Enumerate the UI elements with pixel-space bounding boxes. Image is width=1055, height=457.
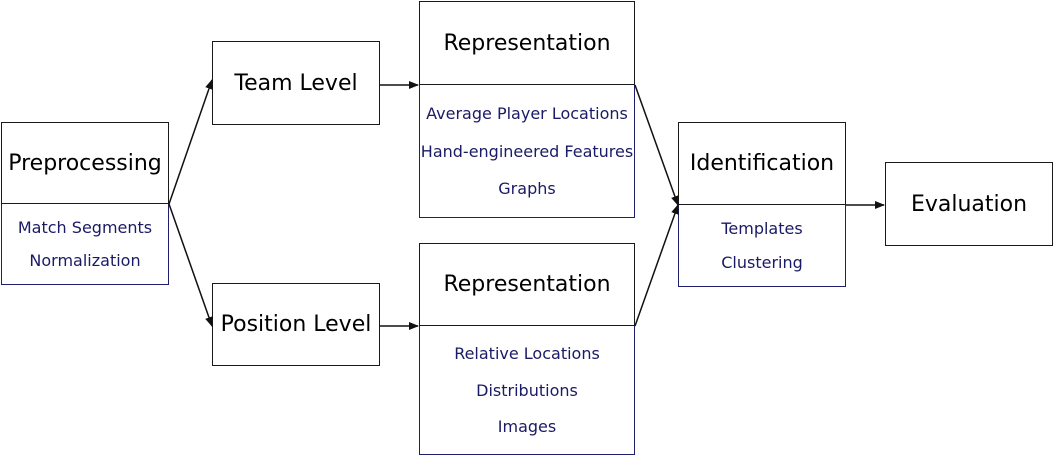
identification-item-clustering: Clustering xyxy=(721,252,803,272)
evaluation-node: Evaluation xyxy=(885,162,1053,246)
team-level-title: Team Level xyxy=(234,70,358,96)
identification-item-templates: Templates xyxy=(721,219,803,239)
representation-position-node: Representation xyxy=(419,243,635,326)
identification-items: Templates Clustering xyxy=(678,205,846,287)
representation-team-title: Representation xyxy=(443,30,611,56)
rep-position-item-relative-locations: Relative Locations xyxy=(454,343,600,363)
representation-position-title: Representation xyxy=(443,272,611,297)
representation-position-items: Relative Locations Distributions Images xyxy=(419,326,635,455)
arrow-preprocessing-to-team-level xyxy=(168,79,213,205)
representation-team-items: Average Player Locations Hand-engineered… xyxy=(419,85,635,218)
position-level-title: Position Level xyxy=(220,312,372,337)
rep-position-item-distributions: Distributions xyxy=(476,380,578,400)
rep-team-item-average-player-locations: Average Player Locations xyxy=(426,103,628,123)
representation-team-node: Representation xyxy=(419,1,635,85)
evaluation-title: Evaluation xyxy=(910,191,1028,217)
rep-team-item-graphs: Graphs xyxy=(498,179,556,199)
arrow-preprocessing-to-position-level xyxy=(168,203,213,327)
team-level-node: Team Level xyxy=(212,41,380,125)
arrow-representation-position-to-identification xyxy=(634,204,679,327)
preprocessing-title: Preprocessing xyxy=(8,150,162,176)
preprocessing-item-normalization: Normalization xyxy=(29,251,141,270)
arrow-representation-team-to-identification xyxy=(634,84,679,206)
position-level-node: Position Level xyxy=(212,283,380,366)
identification-title: Identification xyxy=(689,151,835,176)
preprocessing-node: Preprocessing xyxy=(1,122,169,204)
preprocessing-item-match-segments: Match Segments xyxy=(17,218,153,237)
identification-node: Identification xyxy=(678,122,846,205)
rep-position-item-images: Images xyxy=(497,417,557,437)
preprocessing-items: Match Segments Normalization xyxy=(1,204,169,285)
rep-team-item-hand-engineered-features: Hand-engineered Features xyxy=(420,141,634,161)
